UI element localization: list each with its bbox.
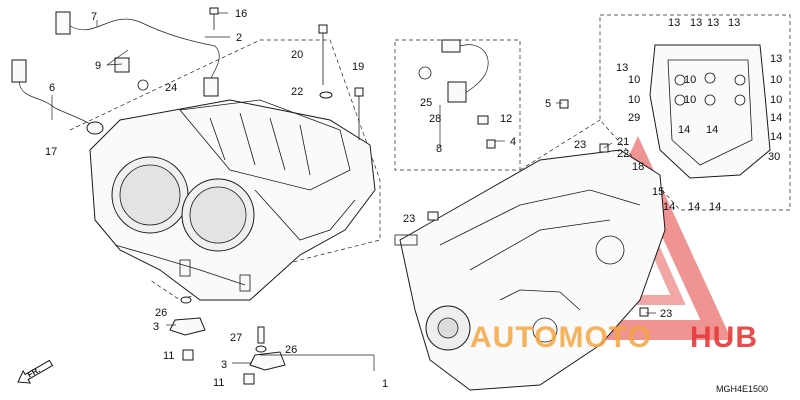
- group-outlines: [69, 14, 791, 301]
- callout-23b: 23: [403, 213, 415, 225]
- callout-23a: 23: [574, 139, 586, 151]
- callout-14b: 14: [706, 124, 718, 136]
- watermark-text: AUTOMOTO HUB: [470, 321, 758, 354]
- callout-23c: 23: [660, 308, 672, 320]
- callout-labels: 1 2 3 3 4 5 6 7 8 9 10 10 10 10 10 10 11…: [45, 8, 782, 390]
- callout-13e: 13: [616, 62, 628, 74]
- callout-26b: 26: [285, 344, 297, 356]
- callout-17: 17: [45, 146, 57, 158]
- callout-13a: 13: [668, 17, 680, 29]
- callout-10c: 10: [684, 74, 696, 86]
- callout-11a: 11: [163, 350, 174, 362]
- callout-14d: 14: [770, 131, 782, 143]
- callout-28: 28: [429, 113, 441, 125]
- callout-1: 1: [382, 378, 388, 390]
- callout-14c: 14: [770, 112, 782, 124]
- callout-4: 4: [510, 136, 516, 148]
- callout-10f: 10: [770, 94, 782, 106]
- diagram-code: MGH4E1500: [716, 384, 768, 394]
- sensor-harness: [11, 11, 489, 135]
- callout-16: 16: [235, 8, 247, 20]
- lower-crankcase: [394, 149, 666, 391]
- callout-21: 21: [617, 136, 629, 148]
- callout-14g: 14: [709, 201, 721, 213]
- callout-2: 2: [236, 32, 242, 44]
- callout-29: 29: [628, 112, 640, 124]
- callout-8: 8: [436, 143, 442, 155]
- callout-13d: 13: [728, 17, 740, 29]
- callout-27: 27: [230, 332, 242, 344]
- callout-22a: 22: [291, 86, 303, 98]
- callout-13f: 13: [770, 53, 782, 65]
- callout-14f: 14: [688, 201, 700, 213]
- callout-15: 15: [652, 186, 664, 198]
- callout-30: 30: [768, 151, 780, 163]
- front-direction-arrow: FR.: [17, 359, 54, 384]
- callout-9: 9: [95, 60, 101, 72]
- callout-7: 7: [91, 11, 97, 23]
- watermark-automoto: AUTOMOTO: [470, 321, 652, 354]
- callout-22b: 22: [617, 148, 629, 160]
- callout-20: 20: [291, 49, 303, 61]
- upper-crankcase: [89, 99, 376, 301]
- callout-3: 3: [153, 321, 159, 333]
- callout-11b: 11: [213, 377, 224, 389]
- gasket-frame: [649, 44, 771, 179]
- callout-13b: 13: [690, 17, 702, 29]
- callout-13c: 13: [707, 17, 719, 29]
- callout-10a: 10: [628, 74, 640, 86]
- callout-12: 12: [500, 113, 512, 125]
- callout-14e: 14: [663, 201, 675, 213]
- leader-lines: [51, 12, 656, 371]
- callout-6: 6: [49, 82, 55, 94]
- watermark-hub: HUB: [690, 321, 758, 354]
- callout-25: 25: [420, 97, 432, 109]
- callout-26a: 26: [155, 307, 167, 319]
- callout-5: 5: [545, 98, 551, 110]
- callout-14a: 14: [678, 124, 690, 136]
- callout-10d: 10: [684, 94, 696, 106]
- callout-19: 19: [352, 61, 364, 73]
- callout-18: 18: [632, 161, 644, 173]
- callout-24: 24: [165, 82, 177, 94]
- callout-10b: 10: [628, 94, 640, 106]
- callout-10e: 10: [770, 74, 782, 86]
- callout-3b: 3: [221, 359, 227, 371]
